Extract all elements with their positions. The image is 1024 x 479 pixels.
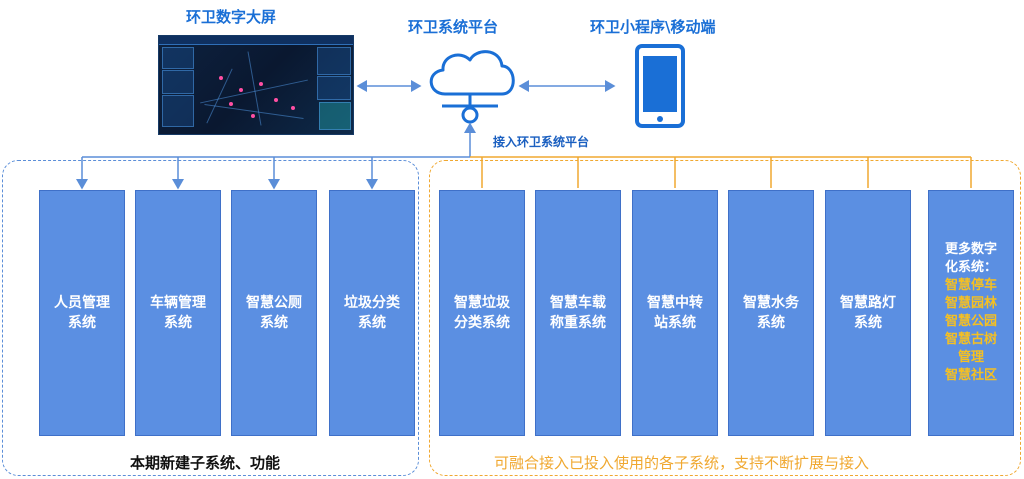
dashboard-screenshot bbox=[158, 35, 354, 135]
system-smart-garbage-sorting[interactable]: 智慧垃圾 分类系统 bbox=[439, 190, 525, 436]
more-system-item: 智慧古树 bbox=[944, 332, 997, 347]
smartphone-icon bbox=[635, 44, 685, 128]
mobile-title: 环卫小程序\移动端 bbox=[590, 18, 716, 36]
system-label: 人员管理 系统 bbox=[54, 295, 110, 331]
system-vehicle[interactable]: 车辆管理 系统 bbox=[135, 190, 221, 436]
dashboard-title: 环卫数字大屏 bbox=[186, 8, 277, 26]
system-garbage-sorting[interactable]: 垃圾分类 系统 bbox=[329, 190, 415, 436]
system-label: 智慧水务 系统 bbox=[743, 295, 799, 331]
connect-platform-label: 接入环卫系统平台 bbox=[493, 135, 590, 149]
more-system-item: 智慧园林 bbox=[944, 296, 997, 311]
system-smart-weighing[interactable]: 智慧车载 称重系统 bbox=[535, 190, 621, 436]
system-label: 智慧路灯 系统 bbox=[840, 295, 896, 331]
new-subsystems-group bbox=[2, 160, 419, 476]
system-smart-transfer-station[interactable]: 智慧中转 站系统 bbox=[632, 190, 718, 436]
integrated-subsystems-caption: 可融合接入已投入使用的各子系统，支持不断扩展与接入 bbox=[494, 454, 870, 472]
system-label: 车辆管理 系统 bbox=[150, 295, 206, 331]
system-smart-toilet[interactable]: 智慧公厕 系统 bbox=[231, 190, 317, 436]
system-label: 智慧车载 称重系统 bbox=[550, 295, 606, 331]
system-label: 智慧公厕 系统 bbox=[246, 295, 302, 331]
system-personnel[interactable]: 人员管理 系统 bbox=[39, 190, 125, 436]
more-system-item: 智慧停车 bbox=[944, 278, 997, 293]
platform-title: 环卫系统平台 bbox=[408, 18, 499, 36]
system-label: 垃圾分类 系统 bbox=[344, 295, 400, 331]
more-system-item: 管理 bbox=[957, 350, 984, 365]
system-smart-water[interactable]: 智慧水务 系统 bbox=[728, 190, 814, 436]
more-digital-systems[interactable]: 更多数字 化系统： 智慧停车 智慧园林 智慧公园 智慧古树 管理 智慧社区 bbox=[928, 190, 1014, 436]
integrated-subsystems-group bbox=[429, 160, 1021, 476]
system-label: 智慧垃圾 分类系统 bbox=[454, 295, 510, 331]
new-subsystems-caption: 本期新建子系统、功能 bbox=[130, 454, 281, 472]
more-system-item: 智慧公园 bbox=[944, 314, 997, 329]
system-label: 智慧中转 站系统 bbox=[647, 295, 703, 331]
more-systems-title: 更多数字 化系统： bbox=[944, 242, 997, 275]
cloud-network-icon bbox=[429, 50, 515, 124]
more-system-item: 智慧社区 bbox=[944, 368, 997, 383]
system-smart-streetlight[interactable]: 智慧路灯 系统 bbox=[825, 190, 911, 436]
